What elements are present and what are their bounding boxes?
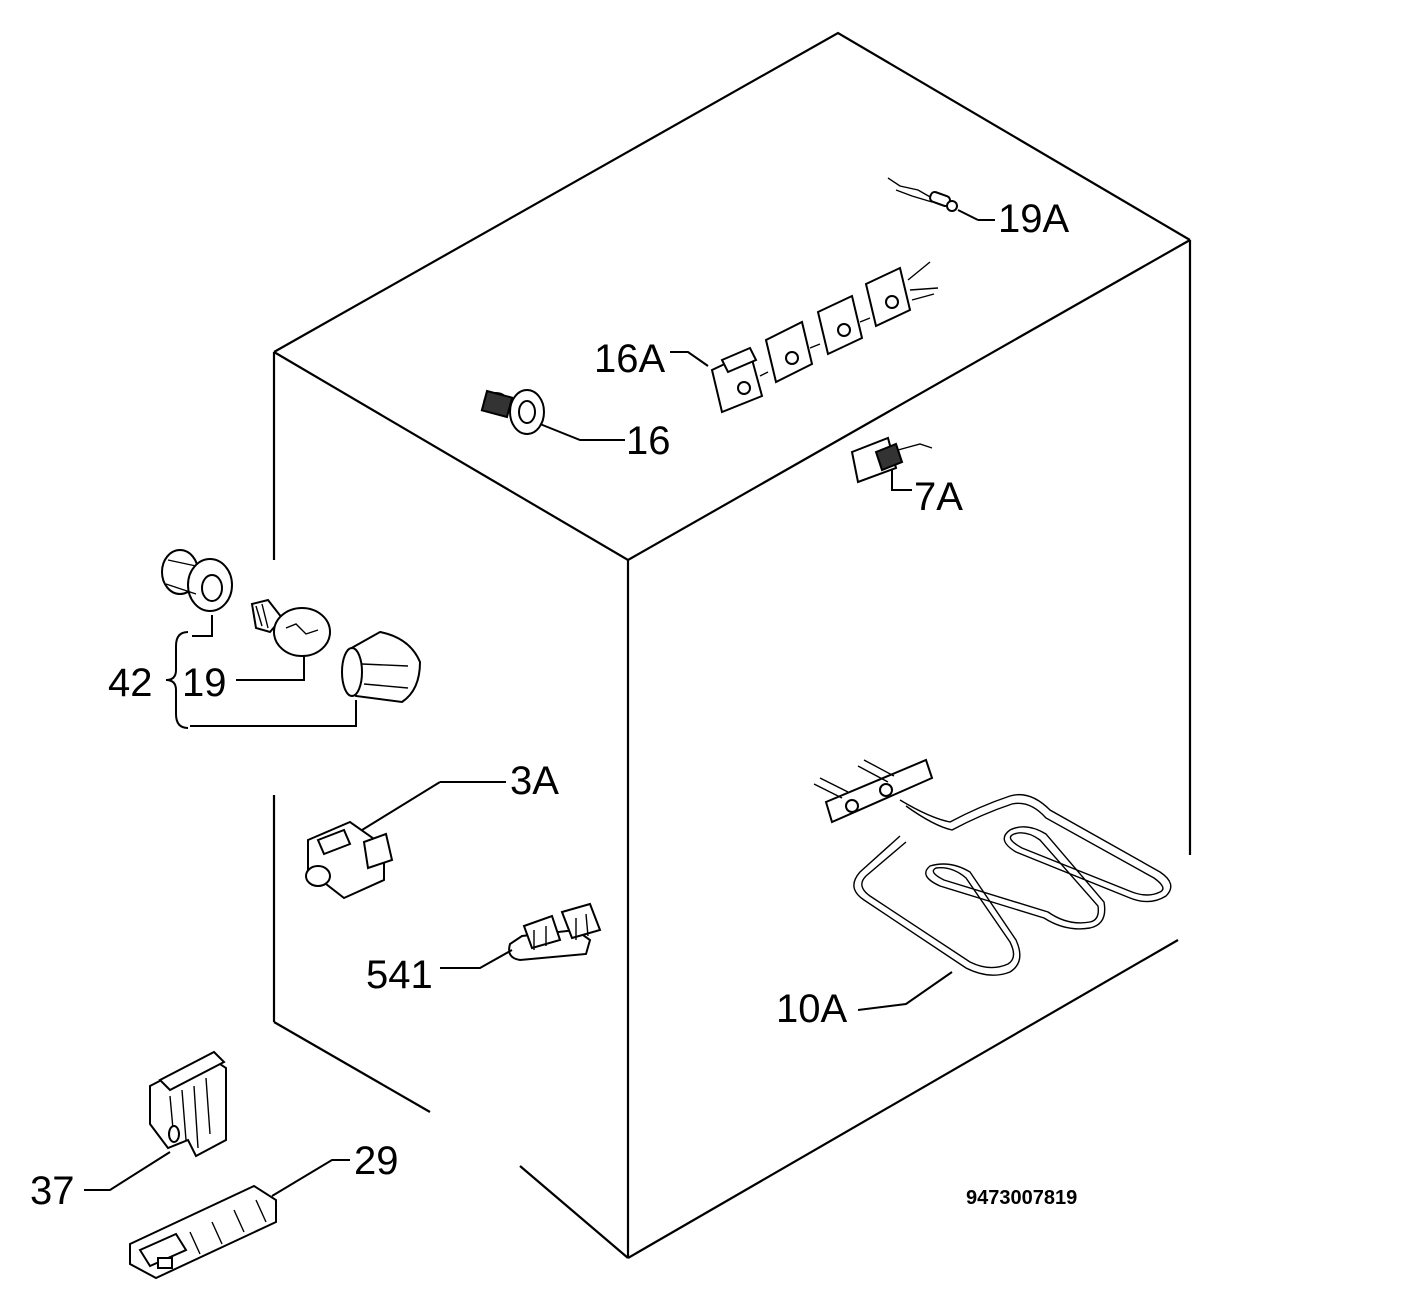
- label-16: 16: [626, 419, 671, 463]
- label-19a: 19A: [998, 197, 1069, 241]
- part-42-lamp-assembly: [161, 549, 422, 729]
- label-29: 29: [354, 1139, 399, 1183]
- cabinet-outline: [272, 31, 1192, 1259]
- label-7a: 7A: [914, 475, 963, 519]
- part-541-connector: [440, 902, 602, 969]
- label-16a: 16A: [594, 337, 665, 381]
- part-29-spark-generator: [129, 1159, 350, 1280]
- label-10a: 10A: [776, 987, 847, 1031]
- part-37-bracket: [84, 1050, 227, 1191]
- label-19: 19: [182, 661, 227, 705]
- label-3a: 3A: [510, 759, 559, 803]
- part-16-ignition-button: [480, 389, 625, 441]
- part-19a-thermocouple: [887, 177, 995, 221]
- part-7a-microswitch: [850, 436, 933, 491]
- label-541: 541: [366, 953, 433, 997]
- label-42: 42: [108, 661, 153, 705]
- label-37: 37: [30, 1169, 75, 1213]
- part-3a-thermostat: [305, 781, 506, 900]
- part-16a-switch-bank: [670, 261, 939, 414]
- diagram-code: 9473007819: [966, 1187, 1077, 1209]
- part-10a-heating-element: [813, 758, 1172, 1011]
